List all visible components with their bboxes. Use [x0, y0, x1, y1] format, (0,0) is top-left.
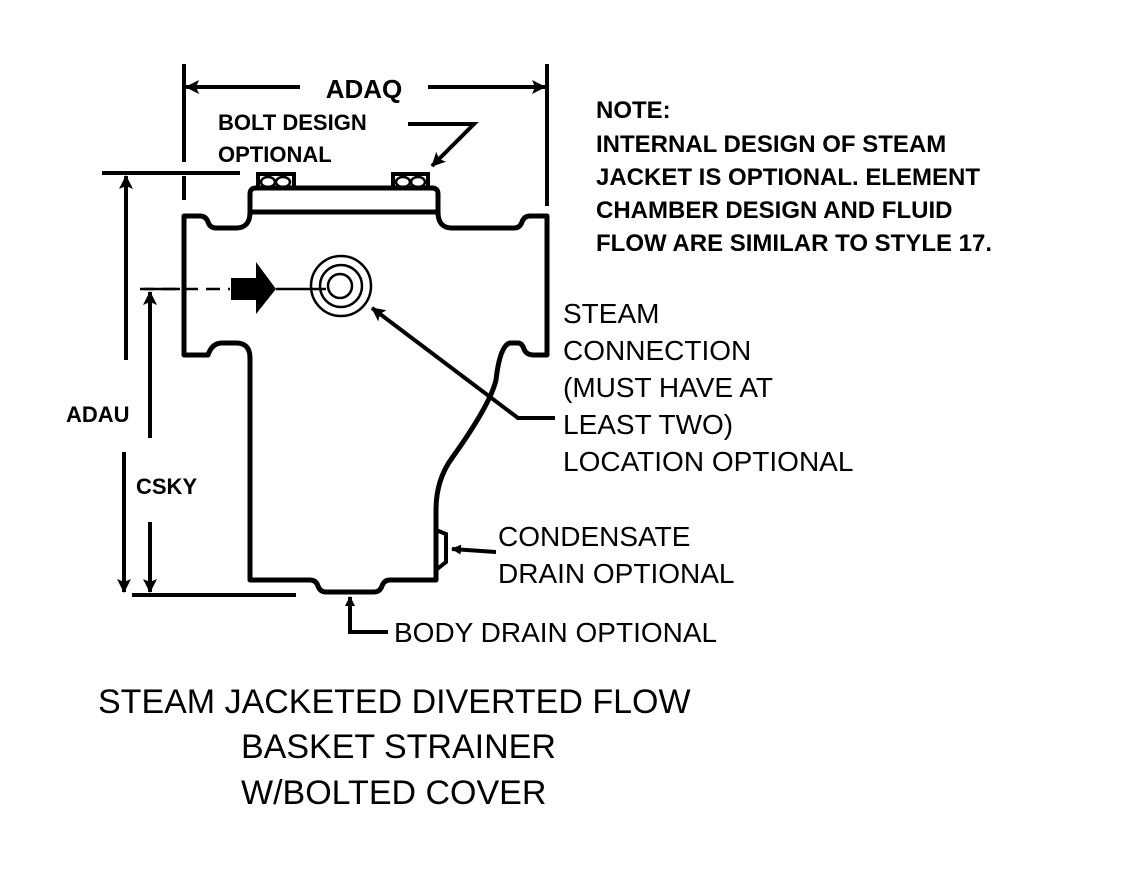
steam-connection-outer-icon — [309, 254, 373, 318]
strainer-body — [140, 209, 550, 595]
steam-connection-callout: STEAM CONNECTION (MUST HAVE AT LEAST TWO… — [563, 298, 853, 477]
bolt-design-line-2: OPTIONAL — [218, 142, 332, 167]
bolted-cover — [247, 185, 441, 215]
steam-connection-inner-icon — [326, 272, 354, 300]
steam-connection-line: LOCATION OPTIONAL — [563, 446, 853, 477]
title-line-3: W/BOLTED COVER — [241, 774, 546, 812]
steam-connection-leader — [370, 306, 555, 420]
dimension-csky: CSKY — [136, 287, 197, 593]
steam-connection-mid-icon — [318, 263, 364, 309]
steam-connection-line: LEAST TWO) — [563, 409, 733, 440]
body-drain-label: BODY DRAIN OPTIONAL — [394, 617, 717, 648]
body-drain-leader — [345, 596, 388, 634]
flow-direction-arrow-icon — [231, 262, 276, 314]
note-line: JACKET IS OPTIONAL. ELEMENT — [596, 164, 980, 191]
note-heading: NOTE: — [596, 97, 671, 124]
bolt-design-callout: BOLT DESIGN OPTIONAL — [218, 110, 479, 168]
dimension-adau: ADAU — [66, 171, 296, 597]
csky-label: CSKY — [136, 474, 197, 499]
bolts-right — [391, 172, 430, 189]
body-outline — [181, 209, 550, 595]
note-line: INTERNAL DESIGN OF STEAM — [596, 131, 946, 158]
condensate-drain-line: DRAIN OPTIONAL — [498, 558, 734, 589]
note-line: FLOW ARE SIMILAR TO STYLE 17. — [596, 230, 992, 257]
note-line: CHAMBER DESIGN AND FLUID — [596, 197, 952, 224]
title-line-2: BASKET STRAINER — [241, 728, 556, 766]
adaq-label: ADAQ — [326, 74, 403, 104]
bolts-left — [256, 172, 296, 189]
steam-connection-line: (MUST HAVE AT — [563, 372, 773, 403]
title-line-1: STEAM JACKETED DIVERTED FLOW — [98, 683, 691, 721]
figure-title: STEAM JACKETED DIVERTED FLOW BASKET STRA… — [98, 683, 691, 812]
bolt-leader-line — [408, 122, 479, 168]
note-block: NOTE: INTERNAL DESIGN OF STEAM JACKET IS… — [596, 97, 992, 257]
bolt-design-line-1: BOLT DESIGN — [218, 110, 367, 135]
condensate-drain-boss — [434, 528, 448, 572]
steam-connection-line: CONNECTION — [563, 335, 751, 366]
dimension-adaq: ADAQ — [182, 64, 549, 206]
steam-connection-line: STEAM — [563, 298, 659, 329]
adau-label: ADAU — [66, 402, 130, 427]
condensate-drain-leader — [451, 544, 497, 555]
condensate-drain-line: CONDENSATE — [498, 521, 690, 552]
condensate-drain-callout: CONDENSATE DRAIN OPTIONAL — [498, 521, 734, 589]
